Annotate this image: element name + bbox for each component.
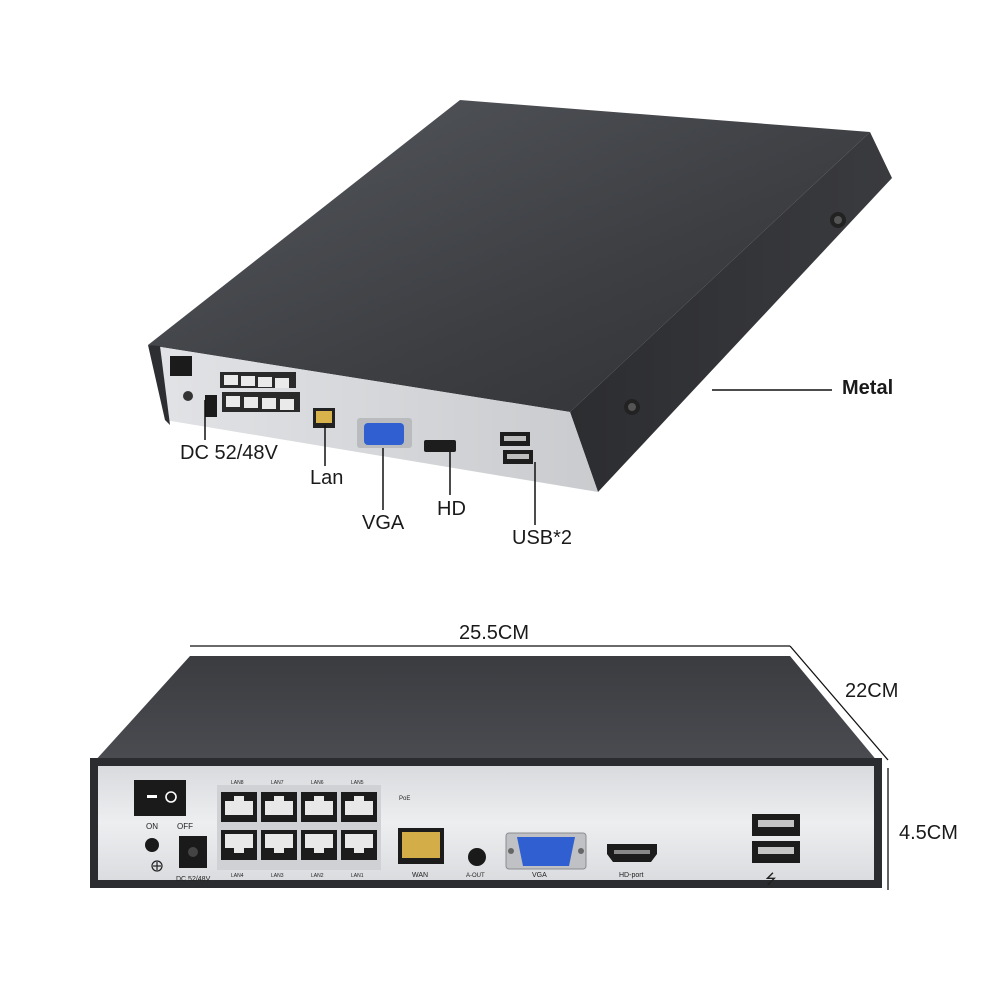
lan-ports-perspective [220,372,300,412]
usb-symbol-icon: ⭍ [765,871,777,887]
side-screw-icon [624,399,640,415]
case-right-side [570,132,892,492]
metal-label: Metal [842,377,894,399]
callout-lines [204,389,832,525]
aout-label: A-OUT [466,873,485,879]
lan-port-icon [221,830,257,860]
lan-port-icon [261,830,297,860]
nvr-perspective-illustration [148,100,892,525]
hdmi-port-icon [424,440,456,452]
dimension-lines [190,645,889,890]
depth-dimension: 22CM [845,680,899,702]
power-switch-icon [170,356,192,376]
power-switch-icon [134,780,186,816]
dc-panel-label: DC 52/48V [176,876,211,883]
off-label: OFF [177,822,193,831]
usb-ports-icon [752,814,800,863]
lan-port-icon [221,792,257,822]
height-dimension: 4.5CM [899,822,958,844]
side-screw-icon [830,212,846,228]
lan-label: Lan [310,467,344,489]
hdport-label: HD-port [619,872,644,879]
lan-bottom-label: LAN4 [231,873,244,879]
lan-bottom-label: LAN1 [351,873,364,879]
lan-top-label: LAN5 [351,780,364,786]
ground-symbol-icon [151,860,163,872]
lan-top-label: LAN8 [231,780,244,786]
lan-top-label: LAN7 [271,780,284,786]
lan-bottom-label: LAN3 [271,873,284,879]
lan-top-label: LAN6 [311,780,324,786]
hdmi-port-icon [607,844,657,862]
dc-jack-icon [205,395,217,417]
poe-label: PoE [399,796,410,802]
width-dimension: 25.5CM [459,622,530,644]
wan-panel-label: WAN [412,872,428,879]
audio-out-jack-icon [468,848,486,866]
front-case-top [94,656,878,762]
vga-panel-label: VGA [532,872,547,879]
lan-port-icon [261,792,297,822]
lan-port-icon [301,792,337,822]
vga-label: VGA [362,512,405,534]
lan-port-icon [341,830,377,860]
dc-power-label: DC 52/48V [180,442,278,464]
lan-bottom-label: LAN2 [311,873,324,879]
ground-screw-icon [145,838,159,852]
usb-ports-icon [500,432,533,464]
on-label: ON [146,822,158,831]
vga-port-icon [357,418,412,448]
vga-port-icon [505,832,587,870]
lan-port-icon [341,792,377,822]
hd-label: HD [437,498,466,520]
case-top-lid [148,100,870,412]
usb-label: USB*2 [512,527,573,549]
lan-port-icon [301,830,337,860]
